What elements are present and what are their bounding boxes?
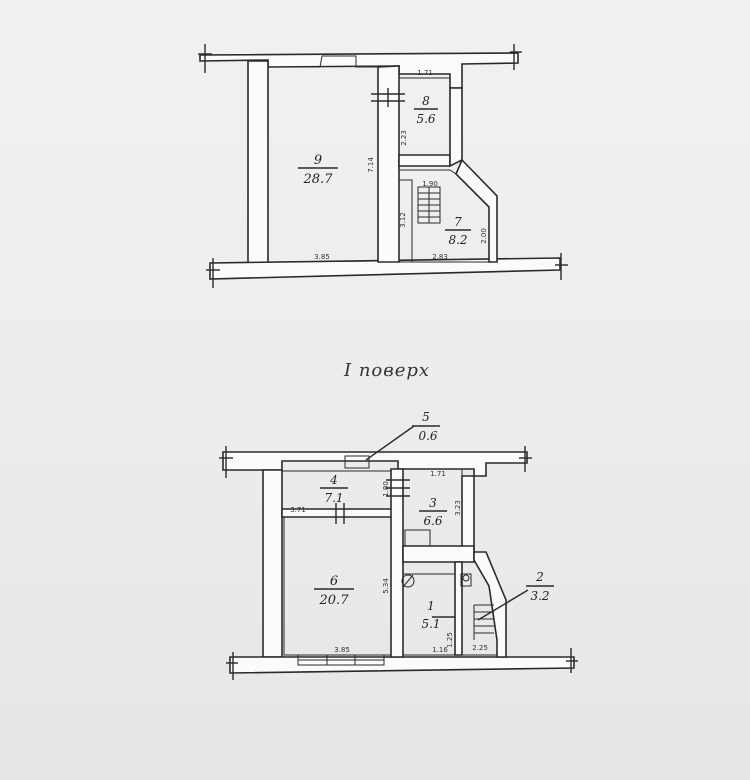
room-4-number: 4 <box>329 473 338 487</box>
room-8-area: 5.6 <box>416 112 435 126</box>
lower-dim-room2-width: 2.25 <box>472 644 488 652</box>
room-7-area: 8.2 <box>448 233 467 247</box>
lower-dim-room1-width: 1.16 <box>432 646 448 654</box>
room-4-area: 7.1 <box>324 491 343 505</box>
room-1-number: 1 <box>427 599 435 613</box>
upper-dim-stair-height: 3.12 <box>399 212 407 228</box>
lower-dim-room3-height: 3.23 <box>454 500 462 516</box>
room-7-number: 7 <box>454 215 462 229</box>
lower-dim-room6-width: 3.85 <box>334 646 350 654</box>
lower-dim-room1-small: 1.25 <box>446 632 454 648</box>
floor-label: I поверх <box>343 360 430 381</box>
room-9-number: 9 <box>314 153 322 168</box>
room-6-number: 6 <box>330 574 338 589</box>
room-2-area: 3.2 <box>530 589 549 603</box>
upper-dim-room8-height: 2.23 <box>400 130 408 146</box>
lower-dim-room4-height: 1.80 <box>382 481 390 497</box>
upper-dim-room9-width: 3.85 <box>314 253 330 261</box>
room-3-area: 6.6 <box>423 514 442 528</box>
upper-dim-room8-width: 1.71 <box>417 69 433 77</box>
room-6-area: 20.7 <box>319 593 350 608</box>
room-8-number: 8 <box>422 94 430 108</box>
lower-dim-room6-height: 5.34 <box>382 578 390 594</box>
room-1-area: 5.1 <box>421 617 440 631</box>
upper-dim-room7-height: 2.00 <box>480 228 488 244</box>
upper-dim-room7-width: 2.83 <box>432 253 448 261</box>
room-2-number: 2 <box>535 570 544 584</box>
room-5-number: 5 <box>422 410 430 424</box>
room-9-area: 28.7 <box>303 172 334 187</box>
room-5-area: 0.6 <box>418 429 437 443</box>
room-3-number: 3 <box>429 496 437 510</box>
upper-dim-stair-width: 1.90 <box>422 180 438 188</box>
lower-floor-plan <box>219 425 578 680</box>
lower-dim-room4-width: 3.71 <box>290 506 306 514</box>
lower-dim-room3-width: 1.71 <box>430 470 446 478</box>
upper-floor-plan <box>198 44 568 288</box>
upper-dim-room9-height: 7.14 <box>367 157 375 173</box>
